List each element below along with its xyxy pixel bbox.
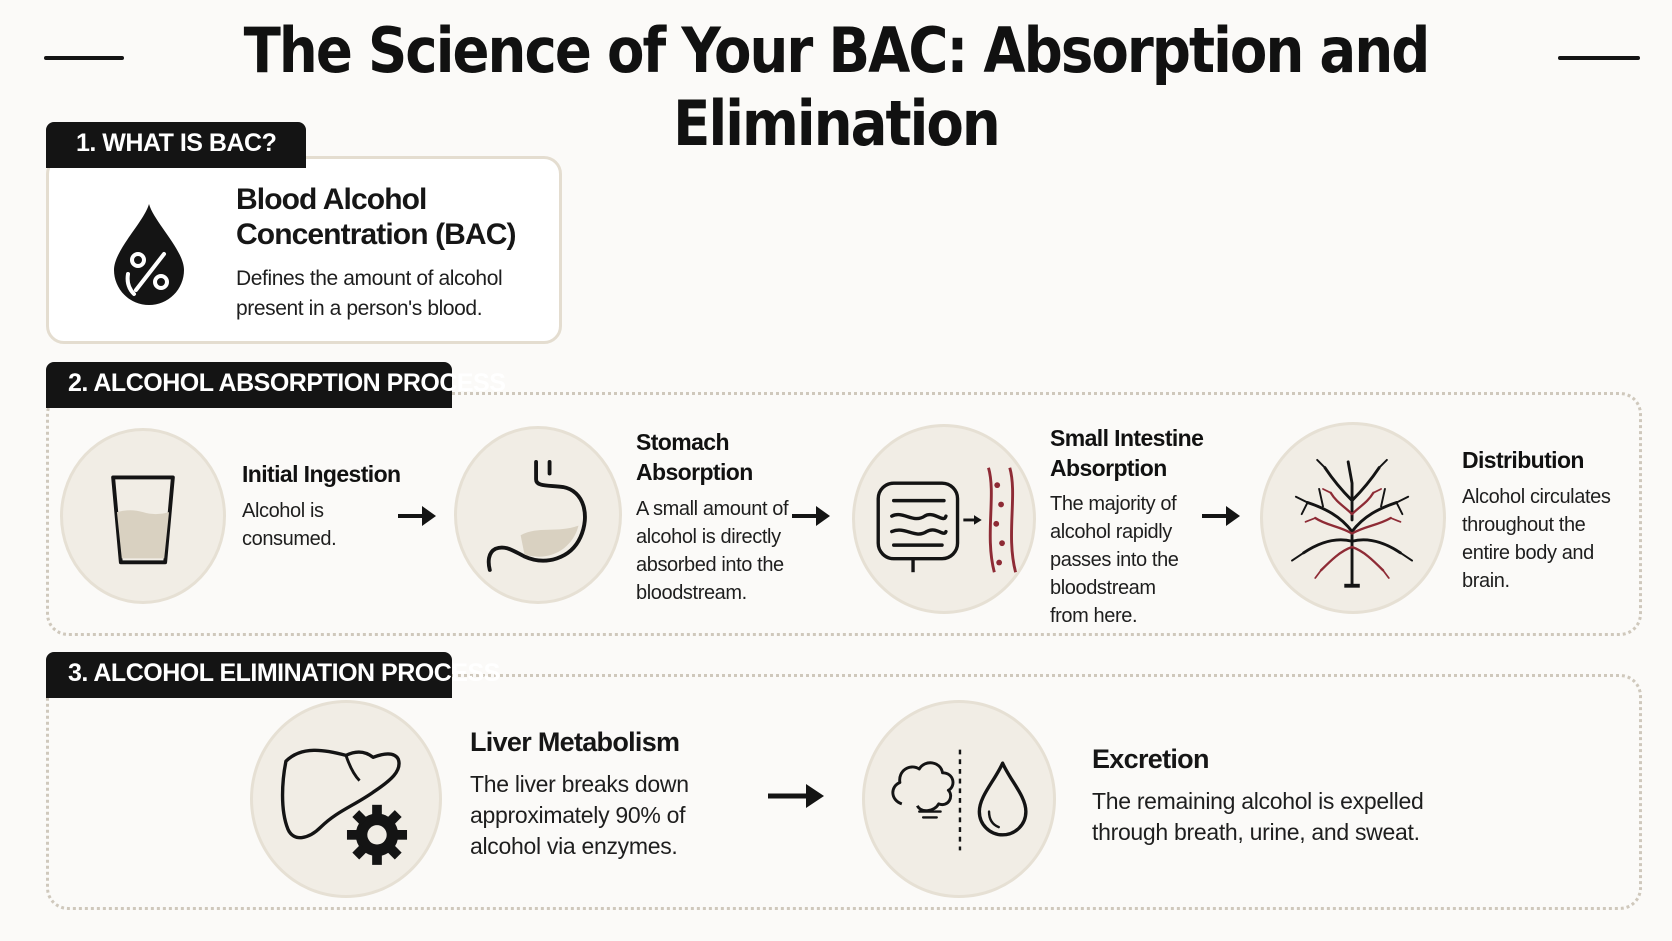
step-text-line: through breath, urine, and sweat.: [1092, 819, 1420, 845]
section-tab-what-is-bac: 1. WHAT IS BAC?: [46, 122, 306, 168]
step-text-line: The remaining alcohol is expelled: [1092, 788, 1424, 814]
section-tab-elimination: 3. ALCOHOL ELIMINATION PROCESS: [46, 652, 500, 698]
distribution-circle: [1260, 422, 1446, 614]
breath-drop-icon: [891, 749, 1028, 851]
step-text-line: The liver breaks down: [470, 771, 689, 797]
liver-circle: [250, 700, 442, 898]
bac-heading-line2: Concentration (BAC): [236, 218, 516, 251]
excretion-text: The remaining alcohol is expelled throug…: [1092, 786, 1424, 848]
page-title: The Science of Your BAC: Absorption and …: [243, 14, 1431, 160]
step-title-line: Absorption: [1050, 455, 1167, 481]
step-title-line: Stomach: [636, 429, 730, 455]
step-text-line: throughout the: [1462, 514, 1586, 536]
step-title-line: Absorption: [636, 459, 753, 485]
step-title-ingestion: Initial Ingestion: [242, 461, 401, 487]
step-text-line: passes into the: [1050, 549, 1179, 571]
bac-description-line1: Defines the amount of alcohol: [236, 267, 503, 290]
step-text-line: A small amount of: [636, 498, 789, 520]
section-tab-absorption: 2. ALCOHOL ABSORPTION PROCESS: [46, 362, 506, 408]
step-text-line: bloodstream.: [636, 582, 747, 604]
intestine-icon: [876, 467, 1017, 573]
arrow-right-icon: [768, 784, 824, 808]
step-text-line: alcohol is directly: [636, 526, 781, 548]
arrow-right-icon: [792, 506, 830, 526]
vessel-tree-icon: [1291, 458, 1413, 588]
excretion-circle: [862, 700, 1056, 898]
step-text-line: alcohol via enzymes.: [470, 833, 678, 859]
step-text-line: approximately 90% of: [470, 802, 686, 828]
bac-heading-line1: Blood Alcohol: [236, 183, 427, 216]
bac-description-line2: present in a person's blood.: [236, 297, 483, 320]
step-text-line: bloodstream: [1050, 577, 1156, 599]
stomach-circle: [454, 426, 622, 604]
step-text-line: The majority of: [1050, 493, 1177, 515]
liver-metabolism-text: The liver breaks down approximately 90% …: [470, 769, 689, 862]
stomach-icon: [486, 460, 587, 572]
step-title-stomach: Stomach Absorption: [636, 427, 753, 487]
excretion-title: Excretion: [1092, 744, 1209, 774]
intestine-circle: [852, 424, 1036, 614]
elimination-panel: [46, 674, 1642, 910]
step-text-line: from here.: [1050, 605, 1138, 627]
liver-gear-icon: [280, 748, 408, 865]
percent-drop-icon: [114, 204, 184, 305]
step-text-small-intestine: The majority of alcohol rapidly passes i…: [1050, 490, 1179, 630]
step-text-line: brain.: [1462, 570, 1510, 592]
absorption-panel: [46, 392, 1642, 636]
step-text-line: Alcohol is: [242, 500, 324, 522]
step-title-line: Small Intestine: [1050, 425, 1204, 451]
ingestion-circle: [60, 428, 226, 604]
title-rule-left: [44, 56, 124, 60]
step-text-line: absorbed into the: [636, 554, 784, 576]
step-title-small-intestine: Small Intestine Absorption: [1050, 423, 1204, 483]
glass-icon: [111, 475, 175, 565]
step-text-line: alcohol rapidly: [1050, 521, 1172, 543]
step-text-line: entire body and: [1462, 542, 1594, 564]
arrow-right-icon: [1202, 506, 1240, 526]
liver-metabolism-title: Liver Metabolism: [470, 727, 680, 757]
bac-description: Defines the amount of alcohol present in…: [236, 264, 536, 324]
bac-heading: Blood Alcohol Concentration (BAC): [236, 182, 516, 252]
step-text-stomach: A small amount of alcohol is directly ab…: [636, 495, 789, 607]
title-rule-right: [1558, 56, 1640, 60]
step-title-distribution: Distribution: [1462, 447, 1584, 473]
step-text-line: consumed.: [242, 528, 337, 550]
arrow-right-icon: [398, 506, 436, 526]
step-text-line: Alcohol circulates: [1462, 486, 1611, 508]
step-text-ingestion: Alcohol is consumed.: [242, 497, 337, 553]
step-text-distribution: Alcohol circulates throughout the entire…: [1462, 483, 1611, 595]
